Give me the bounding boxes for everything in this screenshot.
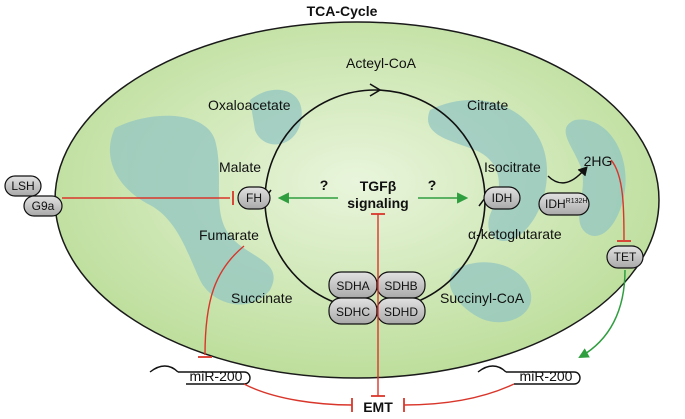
idh-r132h-node: IDHR132H: [538, 192, 590, 216]
label-acetyl-coa: Acteyl-CoA: [346, 55, 417, 71]
idh-node: IDH: [483, 186, 521, 210]
idh-label: IDH: [492, 191, 513, 205]
label-tgfb: TGFβ: [360, 178, 397, 194]
label-2hg: 2HG: [584, 153, 613, 169]
lsh-label: LSH: [11, 179, 34, 193]
mir200-left-label: miR-200: [190, 368, 243, 384]
label-succinate: Succinate: [231, 290, 293, 306]
fh-node: FH: [237, 186, 271, 210]
inhibition-mir200-right-to-emt: [403, 383, 515, 406]
idh-mut-superscript: R132H: [566, 198, 588, 205]
g9a-label: G9a: [32, 199, 55, 213]
svg-text:IDHR132H: IDHR132H: [545, 197, 587, 211]
mir200-left: miR-200: [149, 365, 251, 385]
tet-label: TET: [614, 250, 637, 264]
sdha-label: SDHA: [336, 279, 369, 293]
label-isocitrate: Isocitrate: [484, 159, 541, 175]
label-fumarate: Fumarate: [199, 227, 259, 243]
conversion-arc-to-2hg: [547, 169, 585, 184]
sdhd-label: SDHD: [384, 305, 418, 319]
label-emt: EMT: [363, 399, 393, 415]
label-malate: Malate: [219, 159, 261, 175]
g9a-node: G9a: [23, 195, 63, 217]
lsh-node: LSH: [4, 175, 42, 197]
conversion-arc-arrowhead: [577, 166, 588, 177]
diagram-title: TCA-Cycle: [307, 3, 378, 19]
inhibition-mir200-left-to-emt: [243, 383, 353, 406]
label-succinyl-coa: Succinyl-CoA: [440, 290, 525, 306]
label-signaling: signaling: [347, 195, 408, 211]
idh-mut-label: IDH: [545, 197, 566, 211]
inhibition-2hg-to-tet: [610, 159, 625, 241]
cycle-direction-arrow: [369, 83, 382, 97]
question-mark-right: ?: [428, 177, 437, 193]
label-alpha-ketoglutarate: α-ketoglutarate: [468, 226, 562, 242]
question-mark-left: ?: [320, 177, 329, 193]
mir200-right-label: miR-200: [520, 368, 573, 384]
tet-node: TET: [606, 245, 644, 269]
inhibition-fumarate-to-mir200: [204, 245, 245, 356]
activation-tet-to-mir200: [578, 269, 626, 359]
label-citrate: Citrate: [467, 97, 508, 113]
sdh-complex: SDHA SDHB SDHC SDHD: [328, 271, 426, 325]
fh-label: FH: [246, 191, 262, 205]
sdhb-label: SDHB: [384, 279, 417, 293]
sdhc-label: SDHC: [336, 305, 370, 319]
mir200-right: miR-200: [477, 365, 581, 385]
label-oxaloacetate: Oxaloacetate: [208, 97, 291, 113]
